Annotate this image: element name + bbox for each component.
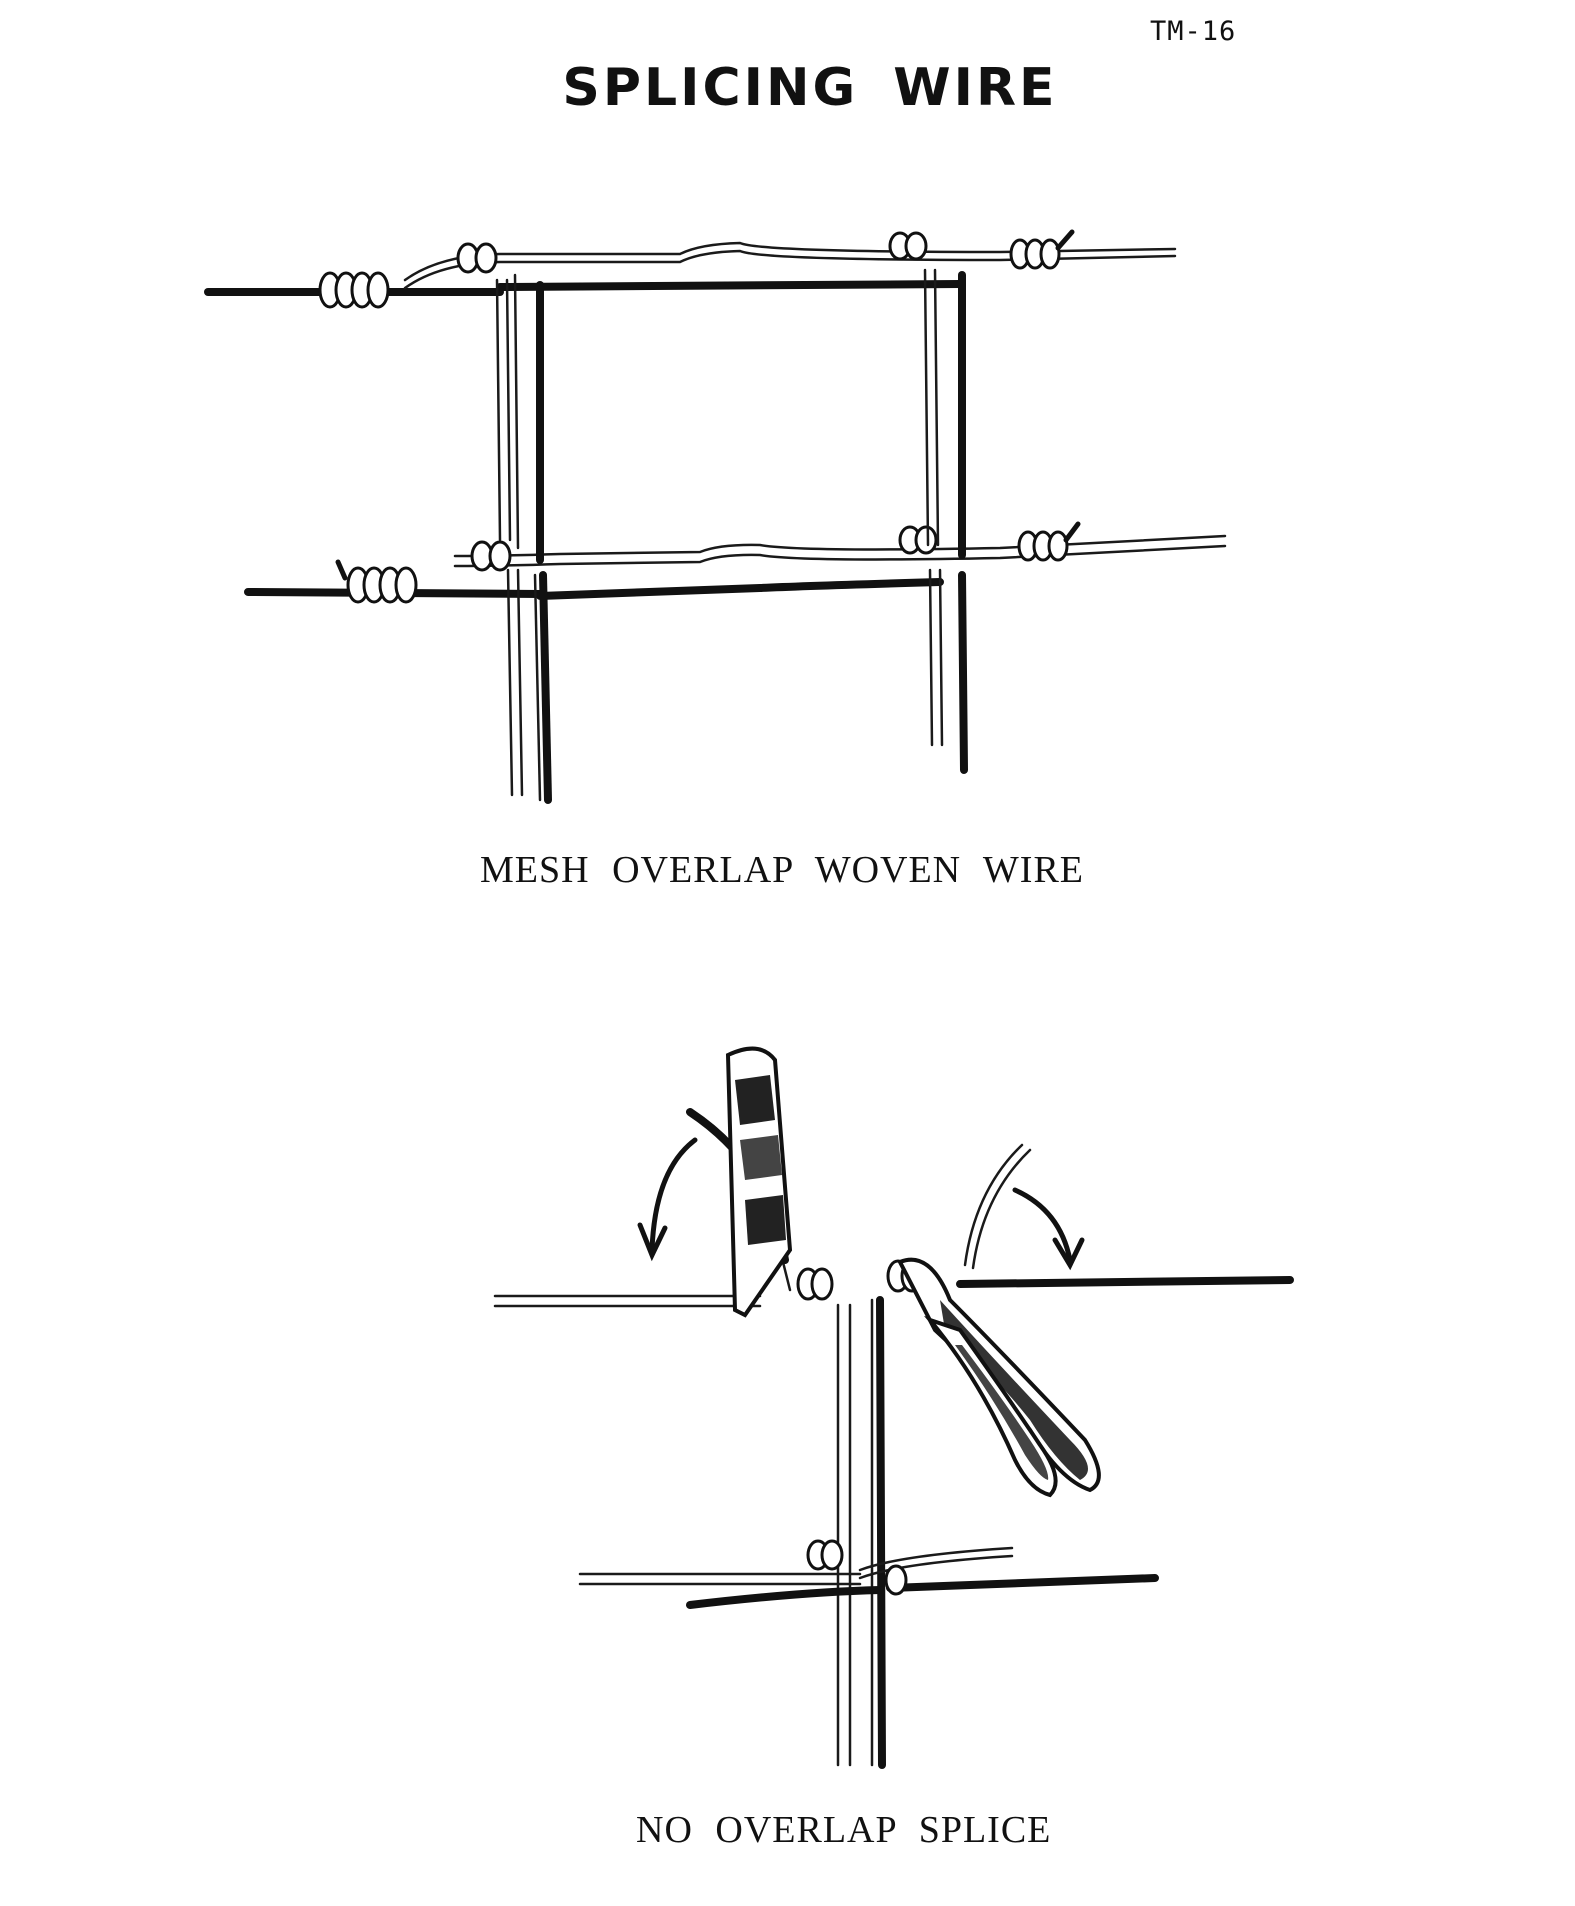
bottom-right-knot [898, 525, 938, 555]
figure-caption-no-overlap: NO OVERLAP SPLICE [636, 1809, 1052, 1851]
top-right-coil [1009, 229, 1075, 270]
arrow-left [637, 1137, 698, 1262]
bottom-left-coil [335, 559, 418, 604]
pliers-icon [897, 1257, 1101, 1498]
figure-caption-mesh-overlap: MESH OVERLAP WOVEN WIRE [480, 849, 1085, 891]
mesh-overlap-drawing [204, 229, 1227, 804]
post-tool [725, 1046, 793, 1318]
page-code: TM-16 [1150, 16, 1237, 47]
arrow-right [1012, 1187, 1085, 1271]
bottom-splice-coil [806, 1539, 908, 1596]
top-left-coil [318, 271, 390, 309]
no-overlap-drawing [493, 1046, 1294, 1769]
bottom-left-knot [470, 540, 512, 572]
page-title: SPLICING WIRE [562, 58, 1058, 118]
bottom-right-coil [1017, 521, 1081, 562]
top-right-knot [888, 231, 928, 261]
top-left-knot [456, 242, 498, 274]
